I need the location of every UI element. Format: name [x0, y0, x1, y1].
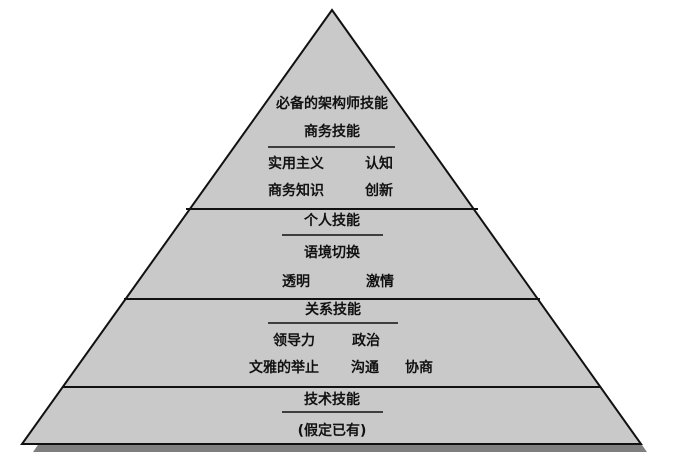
pyramid-title: 必备的架构师技能 — [276, 96, 388, 112]
business-skills-heading: 商务技能 — [304, 124, 360, 140]
assumed-note: (假定已有) — [297, 423, 367, 439]
skill-grace: 文雅的举止 — [249, 360, 319, 376]
skill-negotiation: 协商 — [405, 360, 433, 376]
technical-skills-heading: 技术技能 — [304, 392, 360, 408]
skill-passion: 激情 — [366, 274, 394, 290]
skill-politics: 政治 — [352, 333, 380, 349]
pyramid-body — [20, 8, 643, 445]
personal-skills-heading: 个人技能 — [304, 213, 360, 229]
skill-context-switching: 语境切换 — [304, 245, 360, 261]
skill-leadership: 领导力 — [273, 333, 315, 349]
skill-pragmatism: 实用主义 — [268, 156, 324, 172]
skill-cognition: 认知 — [365, 156, 393, 172]
skill-business-knowledge: 商务知识 — [268, 183, 324, 199]
relationship-skills-heading: 关系技能 — [305, 302, 361, 318]
skill-transparency: 透明 — [282, 274, 310, 290]
skill-communication: 沟通 — [351, 360, 379, 376]
skill-innovation: 创新 — [365, 183, 393, 199]
